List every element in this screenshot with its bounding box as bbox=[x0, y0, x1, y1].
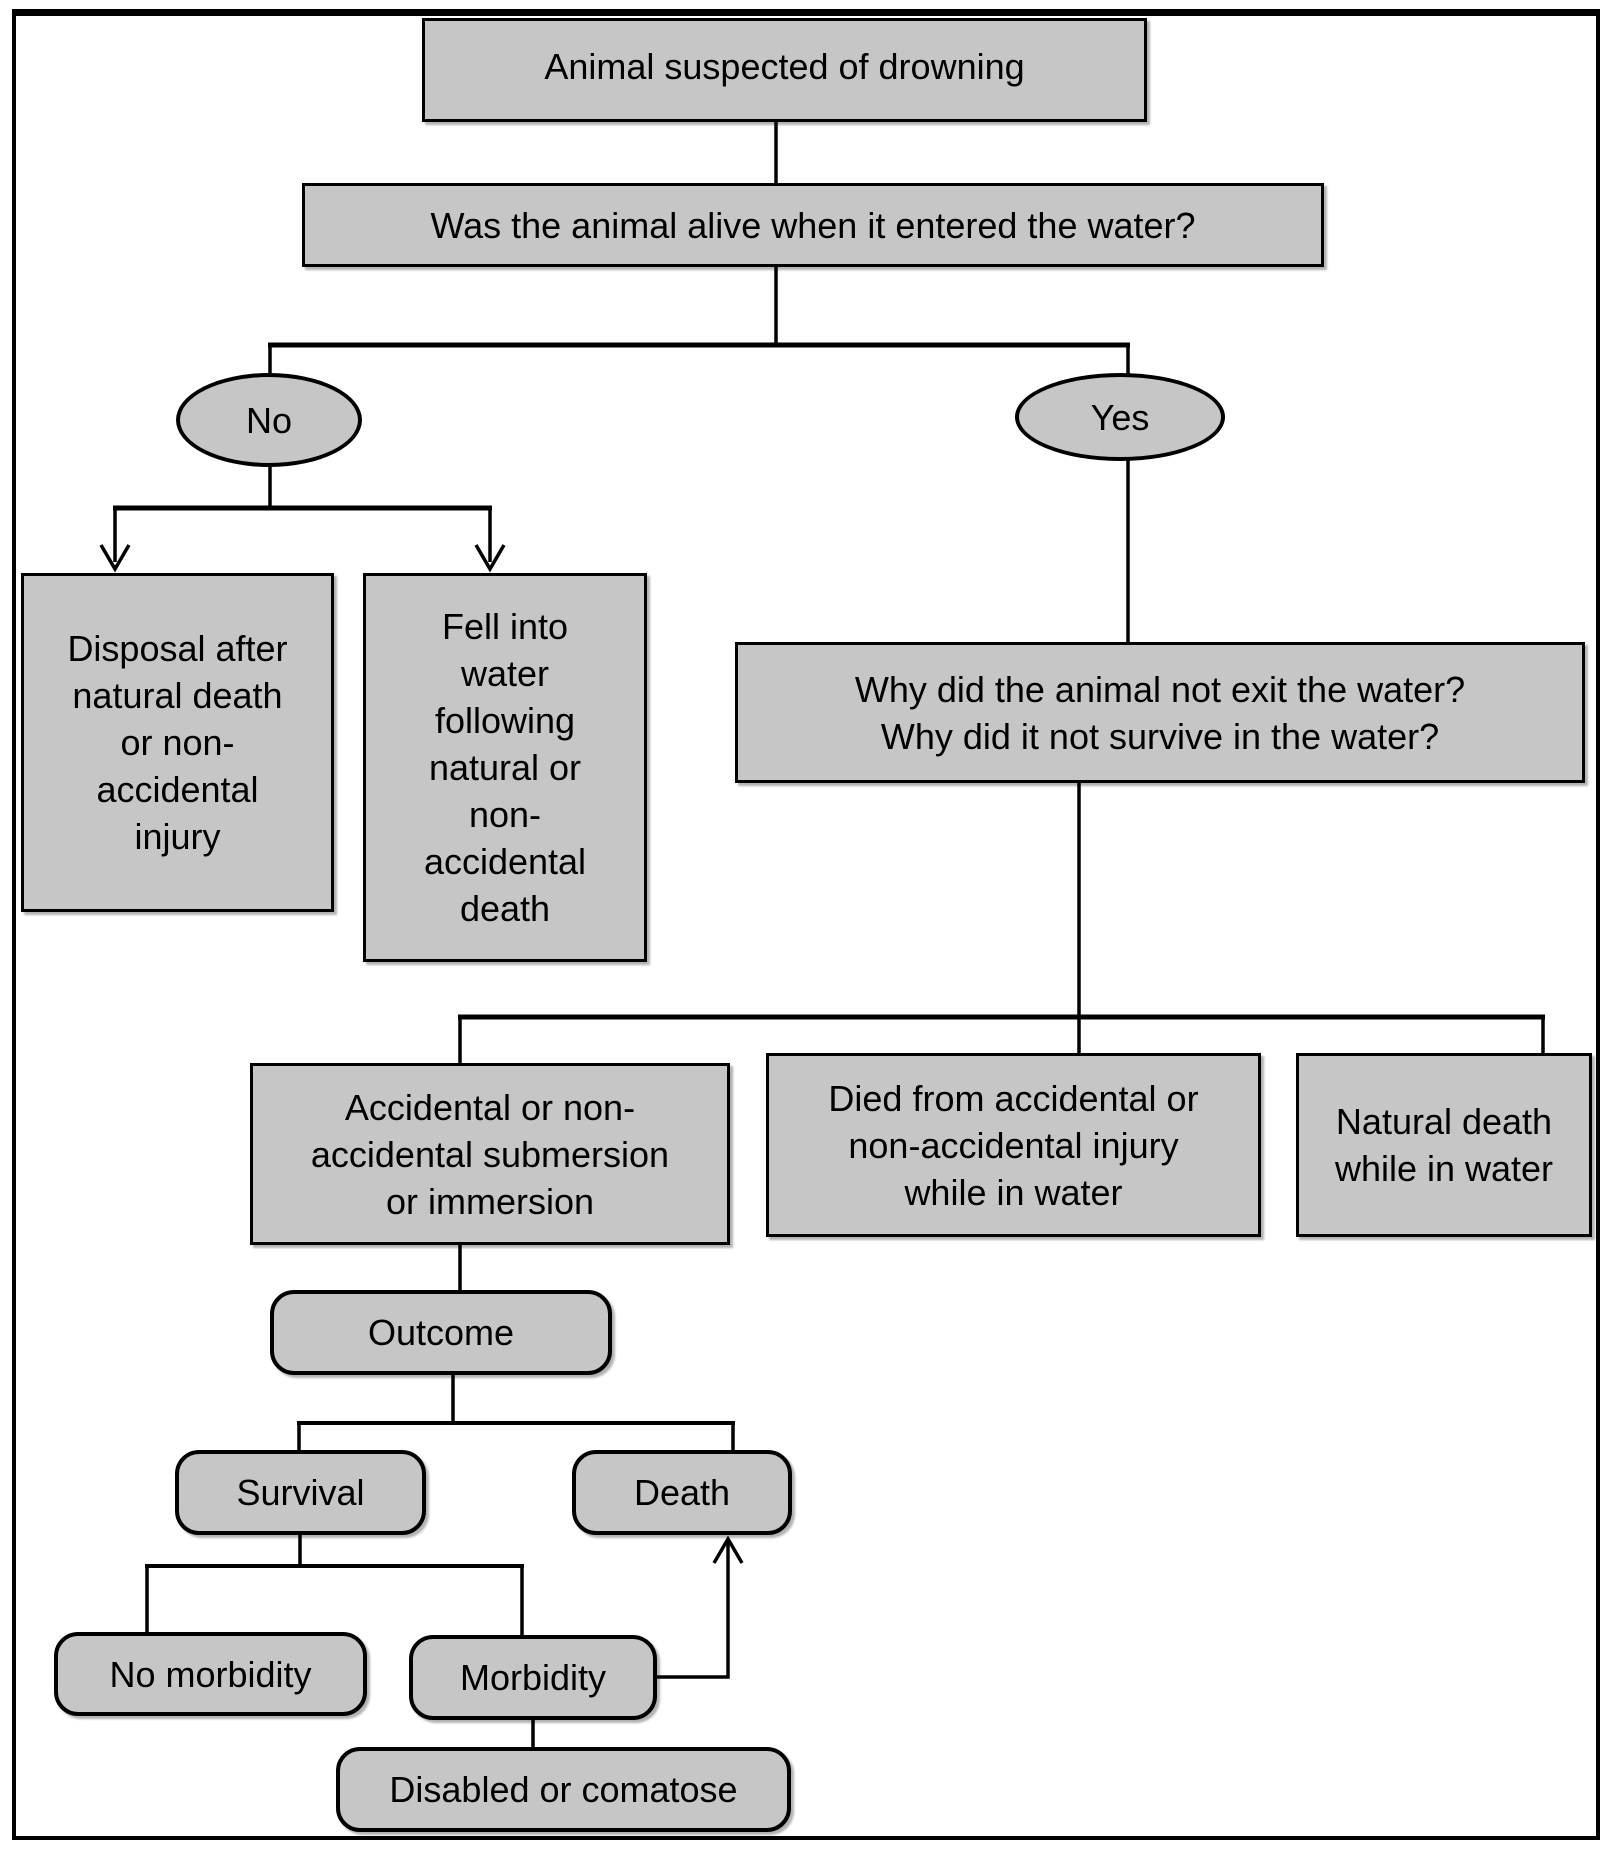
connector-morbidity-to-death bbox=[655, 1542, 730, 1679]
node-natural-death: Natural death while in water bbox=[1296, 1053, 1592, 1237]
arrowhead-disposal-icon bbox=[99, 544, 131, 573]
node-fell-into-water: Fell into water following natural or non… bbox=[363, 573, 647, 962]
node-alive-question: Was the animal alive when it entered the… bbox=[302, 183, 1324, 267]
arrowhead-fell-icon bbox=[474, 544, 506, 573]
figure-border bbox=[12, 9, 1600, 1840]
node-survival: Survival bbox=[175, 1450, 426, 1535]
node-outcome: Outcome bbox=[270, 1290, 612, 1375]
node-no-morbidity: No morbidity bbox=[54, 1632, 367, 1716]
node-death: Death bbox=[572, 1450, 792, 1535]
node-morbidity: Morbidity bbox=[409, 1635, 657, 1720]
node-animal-suspected: Animal suspected of drowning bbox=[422, 18, 1147, 122]
node-yes: Yes bbox=[1015, 373, 1225, 461]
node-disabled-comatose: Disabled or comatose bbox=[336, 1747, 791, 1832]
node-died-injury: Died from accidental or non-accidental i… bbox=[766, 1053, 1261, 1237]
arrowhead-death-icon bbox=[712, 1535, 744, 1564]
node-disposal: Disposal after natural death or non- acc… bbox=[21, 573, 334, 912]
node-no: No bbox=[176, 373, 362, 467]
node-submersion: Accidental or non- accidental submersion… bbox=[250, 1063, 730, 1245]
node-why-question: Why did the animal not exit the water? W… bbox=[735, 642, 1585, 783]
